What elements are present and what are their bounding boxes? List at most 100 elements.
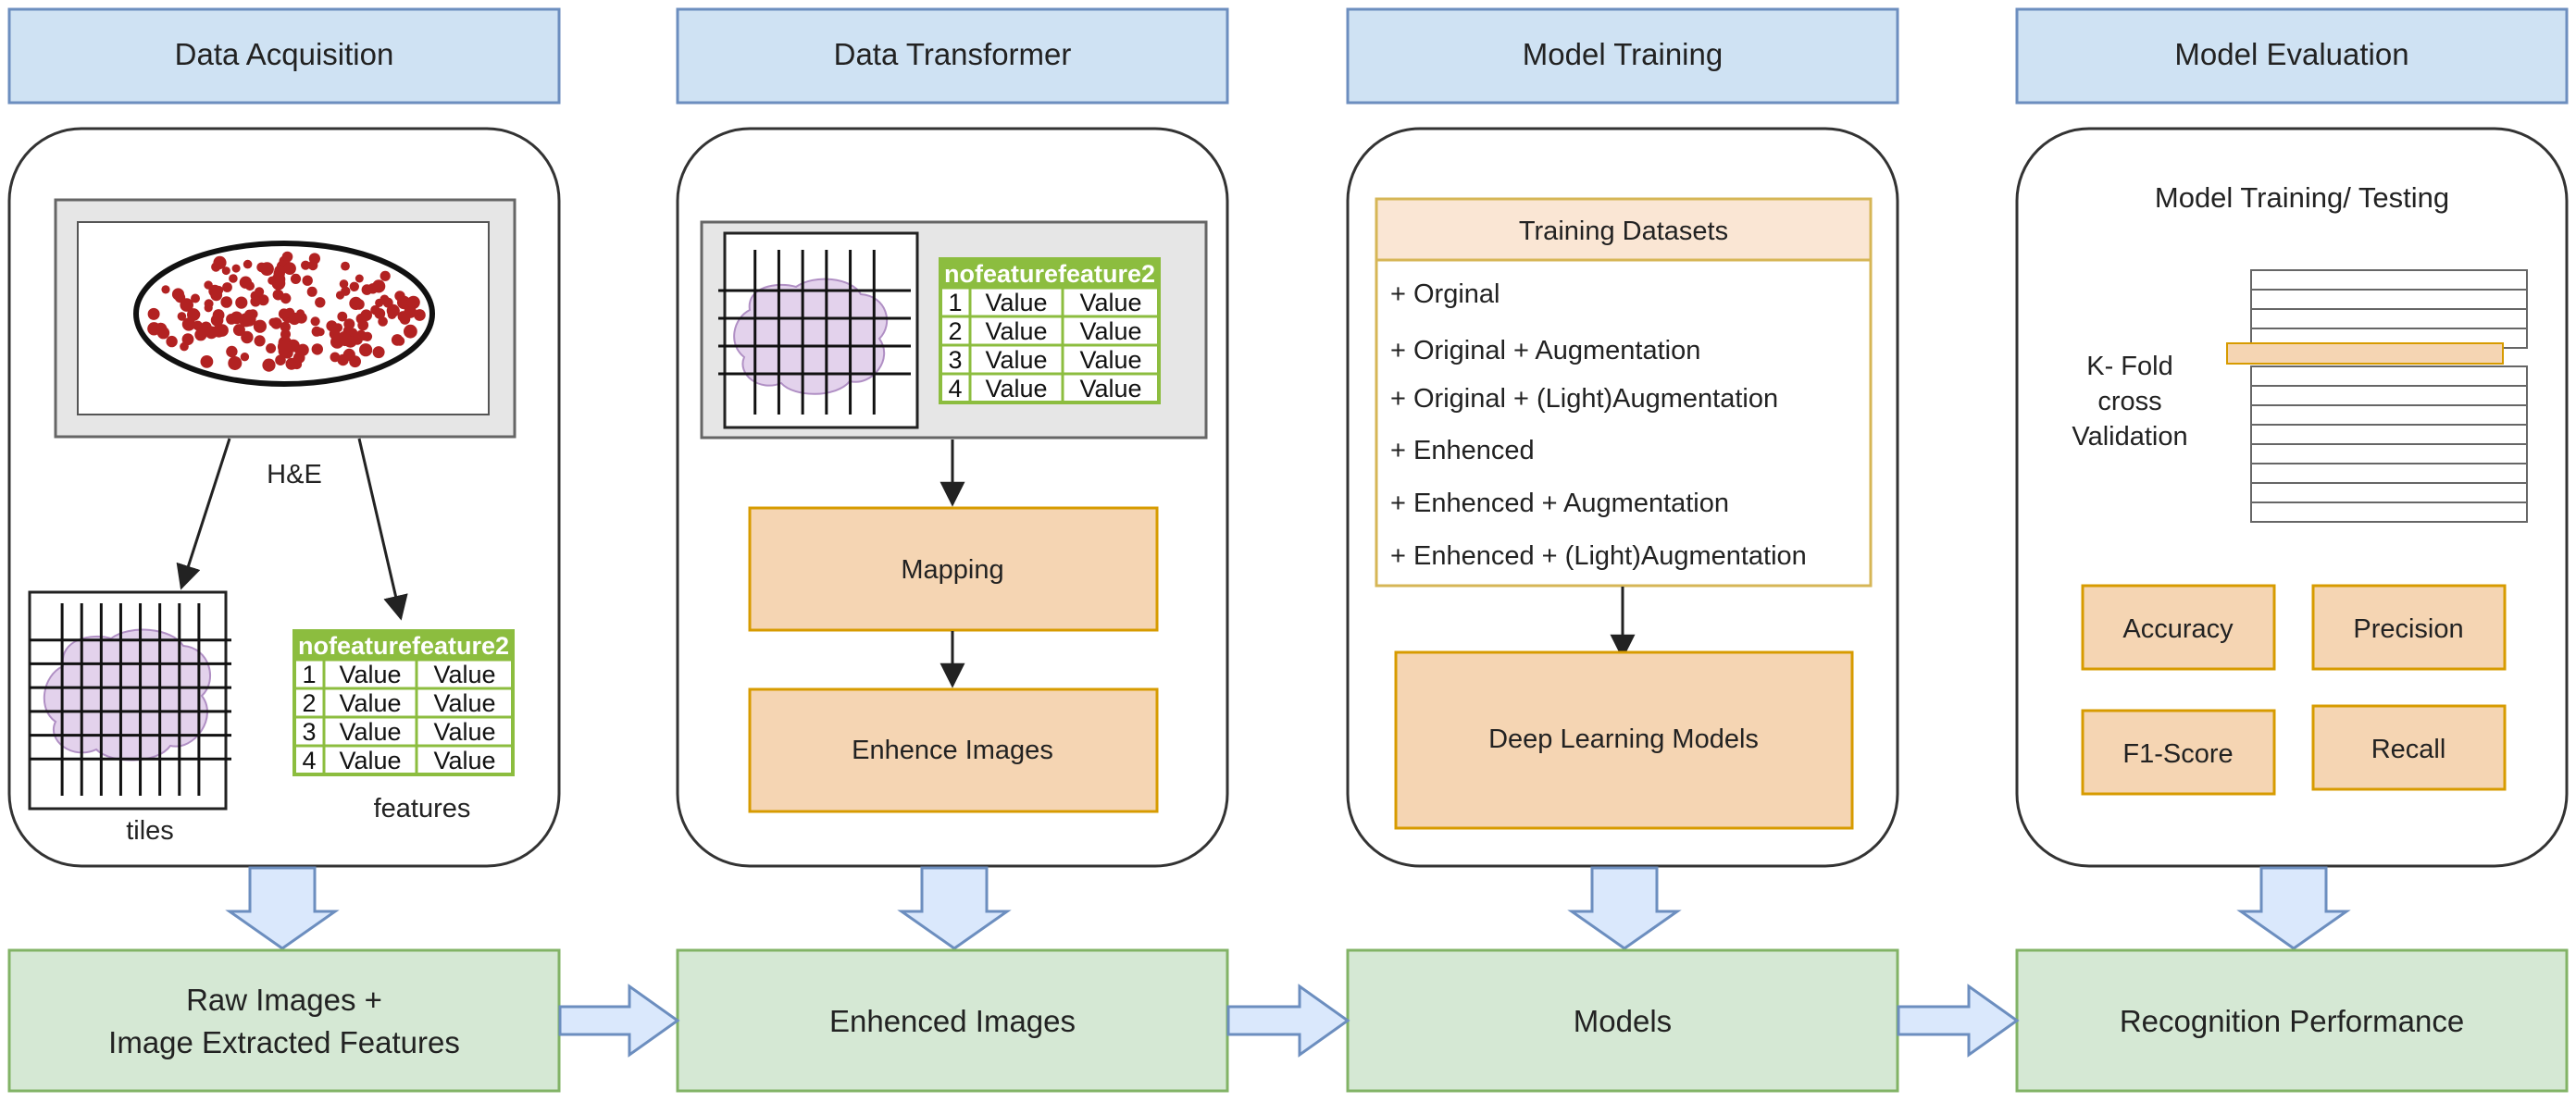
table-cell-text: 3 — [302, 718, 316, 746]
cell-dot — [243, 259, 253, 269]
table-cell-text: Value — [985, 346, 1047, 374]
table-cell-text: 2 — [302, 689, 316, 717]
tile-grid — [718, 250, 911, 415]
cell-dot — [311, 326, 322, 337]
enhance-images-label: Enhence Images — [852, 736, 1053, 765]
cell-dot — [306, 286, 317, 297]
cell-dot — [210, 289, 223, 302]
kfold-fold — [2250, 424, 2528, 445]
cell-dot — [355, 274, 364, 283]
cell-dot — [302, 275, 313, 286]
cell-dot — [235, 296, 248, 309]
cell-dot — [301, 260, 311, 270]
enhance-images-box: Enhence Images — [748, 687, 1159, 813]
he-cell-dots — [147, 251, 426, 372]
cell-dot — [394, 336, 405, 346]
metric-precision-label: Precision — [2353, 614, 2463, 644]
kfold-fold — [2250, 404, 2528, 426]
table-cell-text: 4 — [948, 375, 962, 402]
cell-dot — [307, 260, 318, 271]
output-models-label: Models — [1574, 1004, 1672, 1038]
header-label-model-evaluation: Model Evaluation — [2174, 37, 2408, 71]
cell-dot — [156, 322, 166, 332]
block-arrow-down — [225, 866, 340, 950]
cell-dot — [226, 314, 237, 325]
cell-dot — [280, 321, 291, 332]
cell-dot — [380, 270, 391, 281]
training-datasets-title: Training Datasets — [1519, 217, 1728, 246]
cell-dot — [204, 303, 213, 313]
mapping-label: Mapping — [901, 555, 1003, 585]
table-header-bg — [940, 259, 1159, 288]
cell-dot — [226, 345, 238, 358]
cell-dot — [205, 326, 218, 340]
cell-dot — [232, 324, 245, 337]
cell-dot — [331, 332, 343, 344]
kfold-fold — [2250, 463, 2528, 484]
kfold-test-fold — [2226, 342, 2504, 365]
evaluation-title: Model Training/ Testing — [2155, 181, 2449, 214]
table-cell-text: Value — [985, 317, 1047, 345]
kfold-fold — [2250, 443, 2528, 464]
cell-dot — [242, 313, 256, 327]
cell-dot — [283, 262, 296, 276]
block-arrow-right — [1897, 984, 2020, 1058]
kfold-label-line2: cross — [2097, 387, 2161, 416]
cell-dot — [268, 317, 278, 327]
table-cell-text: 1 — [302, 661, 316, 688]
cell-dot — [210, 314, 224, 327]
table-cell — [1061, 286, 1161, 318]
table-cell-text: Value — [1079, 346, 1141, 374]
table-cell-text: Value — [433, 747, 495, 774]
he-label: H&E — [267, 460, 322, 489]
cell-dot — [404, 324, 417, 339]
deep-learning-models-box: Deep Learning Models — [1394, 650, 1854, 830]
output-recognition-performance: Recognition Performance — [2015, 948, 2569, 1093]
cell-dot — [253, 319, 267, 333]
cell-dot — [341, 286, 351, 296]
block-arrow-down — [1567, 866, 1682, 950]
table-cell-text: Value — [339, 661, 401, 688]
cell-dot — [348, 328, 358, 337]
cell-dot — [268, 276, 277, 285]
dataset-item: + Original + (Light)Augmentation — [1390, 384, 1778, 414]
kfold-label-line1: K- Fold — [2086, 352, 2172, 381]
cell-dot — [360, 332, 369, 341]
block-arrow-right — [1226, 984, 1350, 1058]
cell-dot — [266, 343, 277, 353]
table-header-text: nofeaturefeature2 — [298, 632, 509, 660]
table-cell-text: Value — [1079, 375, 1141, 402]
cell-dot — [280, 292, 292, 304]
cell-dot — [204, 280, 213, 290]
cell-dot — [387, 310, 397, 320]
output-models: Models — [1346, 948, 1899, 1093]
metric-recall-label: Recall — [2371, 735, 2446, 764]
cell-dot — [250, 296, 261, 307]
cell-dot — [274, 265, 286, 277]
cell-dot — [191, 293, 200, 303]
cell-dot — [380, 294, 390, 304]
cell-dot — [277, 340, 292, 354]
metric-f1-score: F1-Score — [2081, 709, 2276, 796]
output-recognition-performance-label: Recognition Performance — [2120, 1004, 2464, 1038]
cell-dot — [239, 276, 253, 289]
cell-dot — [405, 297, 417, 308]
kfold-fold — [2250, 385, 2528, 406]
kfold-stack — [2226, 269, 2528, 523]
he-slide — [54, 198, 516, 439]
tiles-image — [28, 590, 231, 811]
block-arrow-down — [2236, 866, 2351, 950]
cell-dot — [330, 352, 341, 363]
cell-dot — [337, 353, 349, 366]
cell-dot — [254, 335, 266, 347]
table-border — [939, 257, 1161, 404]
cell-dot — [180, 341, 189, 352]
cell-dot — [200, 355, 214, 368]
cell-dot — [372, 346, 385, 359]
cell-dot — [310, 316, 320, 327]
cell-dot — [397, 295, 411, 310]
cell-dot — [359, 343, 373, 357]
table-cell-text: Value — [985, 289, 1047, 316]
